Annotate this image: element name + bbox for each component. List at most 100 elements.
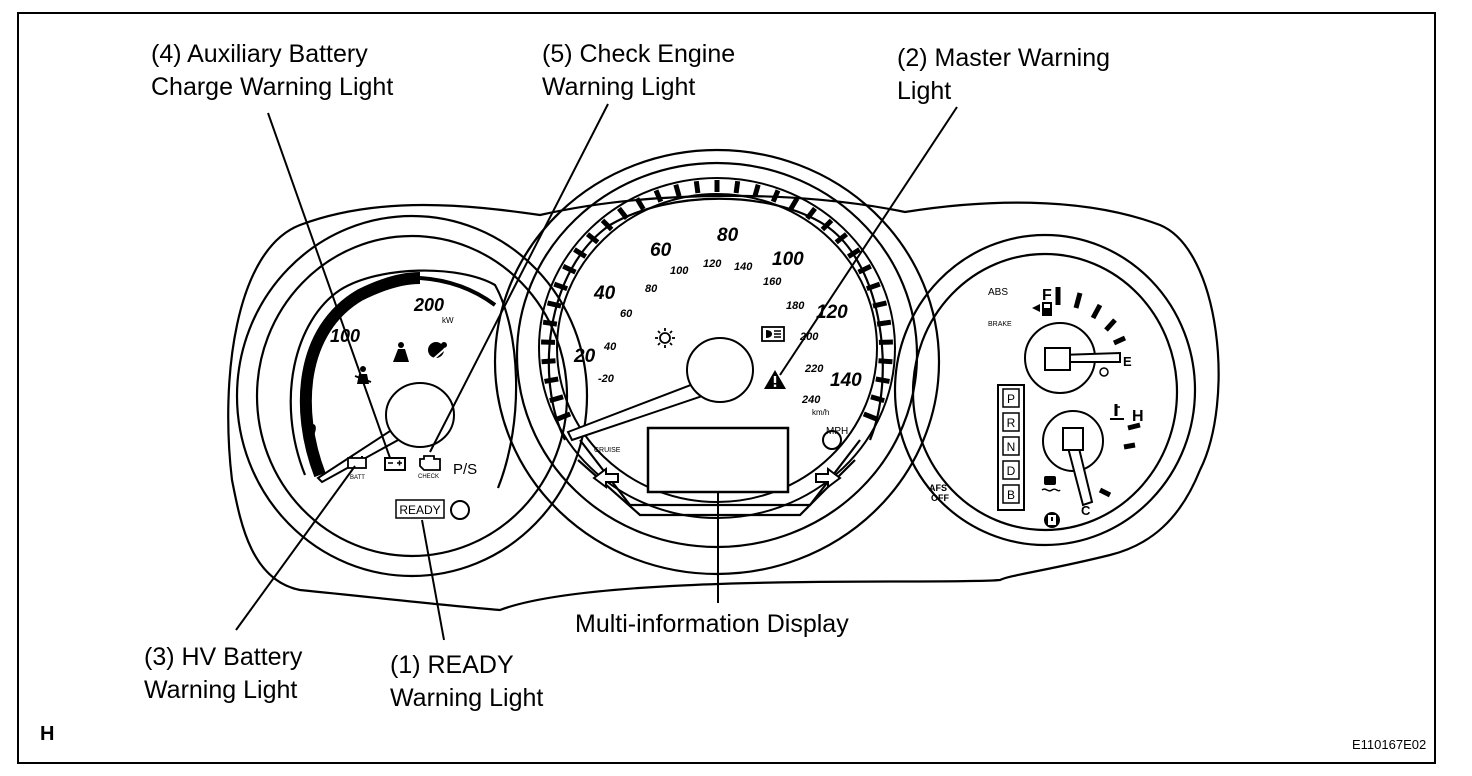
- leader-hv-battery: [235, 465, 356, 631]
- gear-box: [1002, 460, 1020, 480]
- callout-hv-battery-line1: (3) HV Battery: [144, 643, 303, 671]
- callout-check-engine-line1: (5) Check Engine: [542, 40, 736, 68]
- callout-multi-info-line1: Multi-information Display: [575, 610, 849, 638]
- leader-check-engine: [429, 103, 609, 453]
- right-gauge-inner: [911, 252, 1179, 532]
- gear-label-b: B: [1007, 488, 1015, 502]
- kmh-220: 220: [804, 363, 824, 375]
- lamp-sun-icon: [655, 328, 675, 348]
- kmh-80: 80: [645, 283, 658, 295]
- kmh-180: 180: [786, 300, 805, 312]
- speedometer-tick: [544, 376, 559, 384]
- speedometer-tick: [875, 376, 890, 384]
- figure-id: E110167E02: [1352, 737, 1427, 752]
- speedometer-ticks: [541, 180, 893, 422]
- power-meter-arc: [299, 272, 421, 478]
- speedometer-tick: [876, 319, 892, 327]
- fuel-gauge-needle-base: [1044, 347, 1071, 371]
- brake-label: BRAKE: [988, 321, 1012, 328]
- speedometer-tick: [573, 247, 588, 259]
- headlight-icon: [761, 326, 785, 342]
- speedometer-tick: [770, 189, 781, 203]
- fuel-scale-4: [1104, 318, 1117, 332]
- callout-master-warning-line1: (2) Master Warning: [897, 44, 1111, 72]
- gear-box: [1002, 412, 1020, 432]
- gear-label-p: P: [1007, 392, 1015, 406]
- power-meter-hub: [385, 382, 455, 448]
- speedometer-tick: [870, 394, 885, 404]
- callout-hv-battery: (3) HV Battery Warning Light: [144, 641, 302, 707]
- power-tick-0: 0: [306, 421, 316, 441]
- fuel-indicator-circle: [1099, 367, 1109, 377]
- afs-off-label: OFF: [931, 493, 949, 503]
- abs-label: ABS: [988, 287, 1008, 298]
- speedometer-tick: [805, 206, 817, 220]
- speedometer-tick: [693, 180, 701, 194]
- mph-unit: MPH: [826, 426, 848, 437]
- speedometer-tick: [541, 358, 556, 365]
- callout-multi-info: Multi-information Display: [575, 608, 849, 641]
- speedometer-tick: [556, 411, 572, 422]
- power-meter-indicator-circle: [450, 500, 470, 520]
- right-gauge-outer: [893, 233, 1197, 547]
- fuel-pump-icon: [1032, 302, 1052, 316]
- kmh-100: 100: [670, 265, 689, 277]
- batt-label: BATT: [350, 475, 365, 481]
- ready-indicator-label: READY: [399, 503, 440, 517]
- airbag-icon: [393, 342, 409, 362]
- speedometer-tick: [634, 197, 646, 211]
- fuel-scale-2: [1073, 292, 1083, 309]
- callout-master-warning: (2) Master Warning Light: [897, 42, 1110, 108]
- fuel-scale-5: [1112, 335, 1127, 346]
- callout-master-warning-line2: Light: [897, 77, 952, 105]
- speedometer-tick: [820, 218, 834, 232]
- power-tick-200: 200: [413, 295, 444, 315]
- mph-20: 20: [573, 346, 596, 367]
- power-meter-face: [289, 269, 518, 489]
- callout-hv-battery-line2: Warning Light: [144, 676, 298, 704]
- temp-scale-1: [1127, 422, 1141, 431]
- callout-aux-battery-line1: (4) Auxiliary Battery: [151, 40, 368, 68]
- multi-information-display: [646, 426, 790, 494]
- fuel-empty-label: E: [1123, 354, 1132, 369]
- mph-60: 60: [650, 240, 672, 261]
- gear-box: [1002, 388, 1020, 408]
- speedometer-tick: [617, 206, 629, 220]
- gear-box: [1002, 436, 1020, 456]
- turn-right-arrow-icon: [815, 467, 842, 489]
- master-warning-triangle-icon: [764, 370, 786, 389]
- leader-aux-battery: [267, 112, 391, 459]
- speedometer-tick: [752, 184, 761, 197]
- gear-label-r: R: [1007, 416, 1016, 430]
- gear-label-n: N: [1007, 440, 1016, 454]
- kmh-140: 140: [734, 261, 753, 273]
- passenger-airbag-icon: [428, 342, 447, 363]
- speedometer-tick: [553, 281, 569, 292]
- speedometer-tick: [865, 281, 881, 292]
- speedometer-tick: [857, 264, 872, 275]
- callout-check-engine-line2: Warning Light: [542, 73, 696, 101]
- leader-ready: [421, 519, 445, 641]
- speedometer-tick: [788, 197, 800, 211]
- temp-cold-label: C: [1081, 503, 1091, 518]
- speedometer-tick: [653, 189, 664, 203]
- callout-aux-battery: (4) Auxiliary Battery Charge Warning Lig…: [151, 38, 393, 104]
- mph-80: 80: [717, 225, 739, 246]
- kmh-40: 40: [603, 341, 617, 353]
- speedometer-tick: [546, 300, 562, 309]
- figure-frame: [17, 12, 1436, 764]
- turn-left-arrow-icon: [592, 467, 619, 489]
- speedometer-tick: [872, 300, 888, 309]
- callout-check-engine: (5) Check Engine Warning Light: [542, 38, 735, 104]
- gear-box: [1002, 484, 1020, 504]
- temp-gauge-needle-base: [1062, 427, 1084, 451]
- power-meter-arc-thin: [419, 276, 497, 307]
- slip-icon: [1041, 476, 1061, 492]
- speedometer-tick: [600, 218, 614, 232]
- power-unit: kW: [442, 316, 454, 325]
- callout-ready-line1: (1) READY: [390, 651, 514, 679]
- callout-ready: (1) READY Warning Light: [390, 649, 543, 715]
- speedometer-tick: [878, 358, 893, 365]
